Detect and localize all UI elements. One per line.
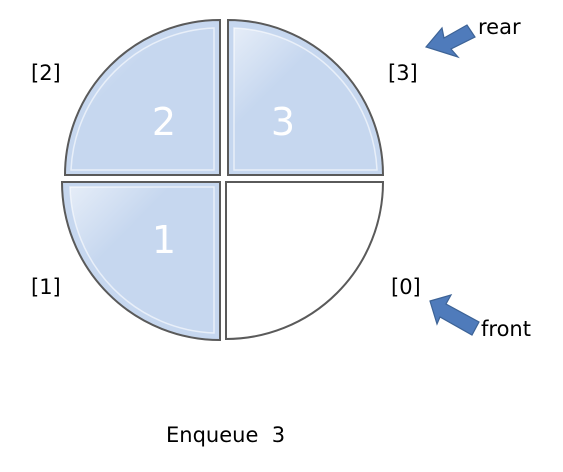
index-label-1: [1] <box>31 275 61 299</box>
queue-slot-2: 2 <box>63 18 221 176</box>
slot-2-value: 2 <box>152 100 176 144</box>
queue-slot-3: 3 <box>227 18 385 176</box>
rear-pointer-label: rear <box>478 15 521 39</box>
index-label-0: [0] <box>391 275 421 299</box>
front-pointer-label: front <box>481 317 531 341</box>
index-label-2: [2] <box>31 61 61 85</box>
queue-slot-0 <box>225 181 385 341</box>
slot-3-value: 3 <box>271 100 295 144</box>
slot-1-value: 1 <box>152 218 176 262</box>
index-label-3: [3] <box>388 61 418 85</box>
queue-slot-1: 1 <box>60 181 221 342</box>
front-arrow-icon <box>429 294 480 336</box>
slot-1-highlight <box>69 186 215 334</box>
operation-caption: Enqueue 3 <box>166 423 285 447</box>
slot-3-highlight <box>233 27 378 171</box>
slot-2-highlight <box>70 27 215 171</box>
rear-arrow-icon <box>424 24 476 59</box>
